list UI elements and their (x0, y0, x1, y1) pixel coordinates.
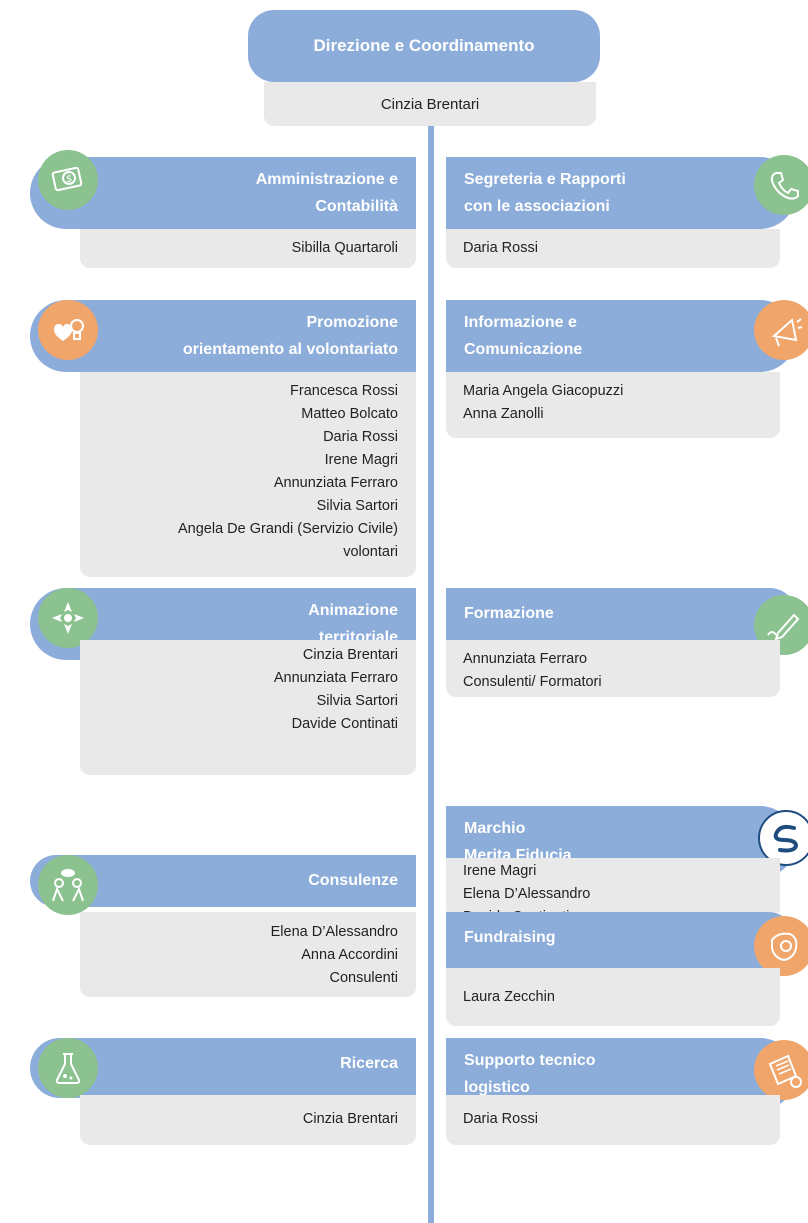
person-name: Daria Rossi (463, 240, 538, 256)
section-header-segreteria: Segreteria e Rapporti con le associazion… (446, 157, 796, 229)
section-header-formazione: Formazione (446, 588, 796, 640)
people-box-ricerca: Cinzia Brentari (80, 1095, 416, 1145)
megaphone-icon (754, 300, 808, 360)
svg-text:$: $ (66, 174, 72, 185)
person-name: Cinzia Brentari (302, 647, 398, 663)
trust-logo-icon (758, 810, 808, 866)
connector-spine (428, 112, 434, 1223)
people-box-consulenze: Elena D’Alessandro Anna Accordini Consul… (80, 912, 416, 997)
person-name: Consulenti/ Formatori (463, 674, 602, 690)
person-name: Silvia Sartori (316, 498, 398, 514)
top-person: Cinzia Brentari (380, 95, 480, 113)
section-title-line: Marchio (464, 820, 526, 837)
people-box-informazione: Maria Angela Giacopuzzi Anna Zanolli (446, 372, 780, 438)
people-box-amministrazione: Sibilla Quartaroli (80, 229, 416, 268)
section-title-line: Formazione (464, 605, 554, 622)
person-name: volontari (343, 544, 398, 560)
section-title-line: Informazione e (464, 314, 577, 331)
coin-hand-icon (754, 916, 808, 976)
section-title-line: logistico (464, 1079, 530, 1096)
people-box-formazione: Annunziata Ferraro Consulenti/ Formatori (446, 640, 780, 697)
person-name: Annunziata Ferraro (463, 651, 588, 667)
money-icon: $ (38, 150, 98, 210)
section-header-informazione: Informazione e Comunicazione (446, 300, 796, 372)
section-title-line: Contabilità (315, 198, 398, 215)
top-person-box: Cinzia Brentari (264, 82, 596, 126)
people-box-supporto: Daria Rossi (446, 1095, 780, 1145)
people-box-animazione: Cinzia Brentari Annunziata Ferraro Silvi… (80, 640, 416, 775)
person-name: Daria Rossi (463, 1111, 538, 1127)
section-header-fundraising: Fundraising (446, 912, 796, 968)
section-title-line: con le associazioni (464, 198, 610, 215)
heart-bulb-icon (38, 300, 98, 360)
person-name: Annunziata Ferraro (273, 475, 398, 491)
phone-icon (754, 155, 808, 215)
person-name: Consulenti (329, 970, 398, 986)
people-box-promozione: Francesca Rossi Matteo Bolcato Daria Ros… (80, 372, 416, 577)
section-title-line: Comunicazione (464, 341, 583, 358)
people-talk-icon (38, 855, 98, 915)
document-gear-icon (754, 1040, 808, 1100)
section-title-line: Consulenze (308, 872, 398, 889)
person-name: Irene Magri (324, 452, 398, 468)
person-name: Davide Continati (291, 716, 398, 732)
person-name: Anna Accordini (301, 947, 398, 963)
section-title-line: orientamento al volontariato (182, 341, 398, 358)
person-name: Elena D’Alessandro (270, 924, 398, 940)
section-title-line: Amministrazione e (255, 171, 398, 188)
person-name: Sibilla Quartaroli (291, 240, 398, 256)
section-title-line: Fundraising (464, 929, 556, 946)
person-name: Irene Magri (463, 863, 537, 879)
person-name: Angela De Grandi (Servizio Civile) (178, 521, 398, 537)
top-header-title: Direzione e Coordinamento (313, 36, 535, 55)
people-box-segreteria: Daria Rossi (446, 229, 780, 268)
person-name: Francesca Rossi (290, 383, 398, 399)
person-name: Daria Rossi (323, 429, 398, 445)
person-name: Maria Angela Giacopuzzi (463, 383, 624, 399)
person-name: Silvia Sartori (316, 693, 398, 709)
hands-circle-icon (38, 588, 98, 648)
person-name: Elena D’Alessandro (463, 886, 591, 902)
section-title-line: Ricerca (340, 1055, 398, 1072)
person-name: Cinzia Brentari (302, 1111, 398, 1127)
person-name: Annunziata Ferraro (273, 670, 398, 686)
person-name: Anna Zanolli (463, 406, 544, 422)
top-header: Direzione e Coordinamento (248, 10, 600, 82)
flask-icon (38, 1038, 98, 1098)
people-box-marchio: Irene Magri Elena D’Alessandro Davide Co… (446, 858, 780, 925)
people-box-fundraising: Laura Zecchin (446, 968, 780, 1026)
section-title-line: Segreteria e Rapporti (464, 171, 626, 188)
person-name: Matteo Bolcato (301, 406, 398, 422)
person-name: Laura Zecchin (463, 989, 555, 1005)
section-title-line: Promozione (306, 314, 398, 331)
section-header-promozione: Promozione orientamento al volontariato (30, 300, 416, 372)
section-title-line: Animazione (308, 602, 398, 619)
section-title-line: Supporto tecnico (464, 1052, 596, 1069)
